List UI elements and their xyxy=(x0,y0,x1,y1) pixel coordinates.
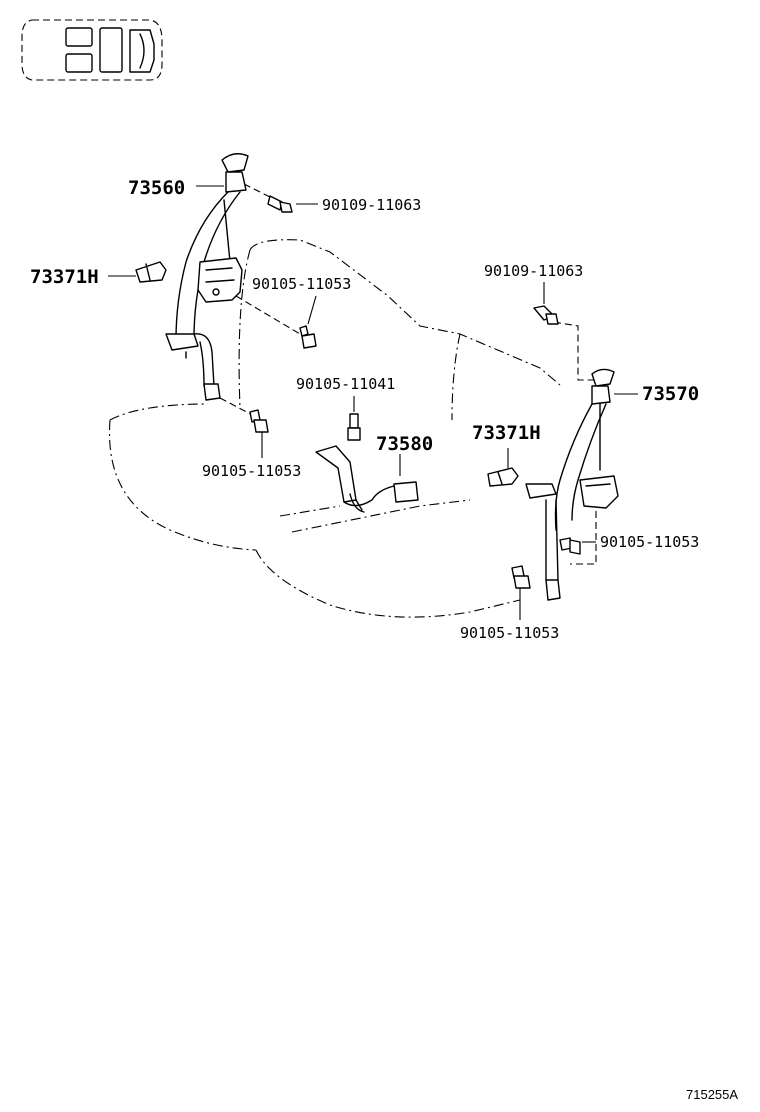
left-seat-belt-assembly xyxy=(165,153,249,401)
right-seat-belt-assembly xyxy=(525,368,619,601)
bolt-upper-right xyxy=(533,305,559,325)
label-bolt-upper-left: 90109-11063 xyxy=(322,196,421,214)
leader-lines xyxy=(108,185,638,620)
label-cover-left: 73371H xyxy=(30,266,99,288)
vehicle-location-icon xyxy=(21,19,163,81)
label-bolt-upper-right: 90109-11063 xyxy=(484,262,583,280)
label-cover-right: 73371H xyxy=(472,422,541,444)
bolt-floor-right xyxy=(511,565,531,589)
left-cover-clip xyxy=(135,261,167,283)
label-belt-right: 73570 xyxy=(642,383,699,405)
bolt-retractor-left xyxy=(299,325,317,349)
label-bolt-floor-left: 90105-11053 xyxy=(202,462,301,480)
illustration-id: 715255A xyxy=(686,1087,738,1102)
buckle-assembly xyxy=(315,413,419,513)
assembly-dashes xyxy=(219,183,600,565)
label-belt-left: 73560 xyxy=(128,177,185,199)
rear-seat-outline xyxy=(108,239,561,618)
label-bolt-buckle: 90105-11041 xyxy=(296,375,395,393)
bolt-retractor-right xyxy=(559,537,581,555)
label-bolt-floor-right: 90105-11053 xyxy=(460,624,559,642)
right-cover-clip xyxy=(487,467,519,487)
label-buckle: 73580 xyxy=(376,433,433,455)
bolt-upper-left xyxy=(267,195,293,213)
label-bolt-retractor-right: 90105-11053 xyxy=(600,533,699,551)
label-bolt-retractor-left: 90105-11053 xyxy=(252,275,351,293)
bolt-floor-left xyxy=(249,409,269,433)
